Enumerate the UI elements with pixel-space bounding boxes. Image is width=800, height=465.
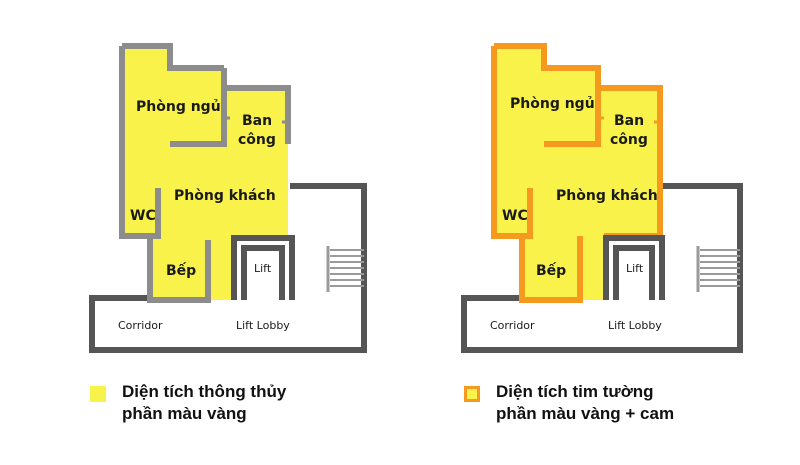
legend-text: Diện tích tim tường phần màu vàng + cam [496, 381, 674, 425]
room-label-lift: Lift [254, 262, 272, 275]
room-label-living: Phòng khách [556, 188, 658, 204]
corridor-walls [461, 183, 743, 353]
room-label-balcony-line1: Ban [242, 113, 272, 129]
room-label-kitchen: Bếp [166, 262, 196, 279]
apartment-walls-orange [491, 43, 663, 303]
stairs [326, 246, 364, 292]
balcony-wall [224, 85, 291, 144]
legend-swatch-yellow-orange [464, 386, 480, 402]
room-label-balcony-line2: công [610, 132, 648, 148]
legend-swatch-yellow [90, 386, 106, 402]
legend-center-wall-area: Diện tích tim tường phần màu vàng + cam [464, 381, 674, 425]
room-label-lift-lobby: Lift Lobby [608, 319, 662, 332]
room-label-living: Phòng khách [174, 188, 276, 204]
bedroom-wall-orange [544, 88, 601, 147]
room-label-balcony-line2: công [238, 132, 276, 148]
legend-line2: phần màu vàng + cam [496, 404, 675, 423]
room-label-lift: Lift [626, 262, 644, 275]
apartment-area-yellow [494, 46, 660, 300]
legend-line1: Diện tích tim tường [496, 382, 654, 401]
room-label-wc: WC [502, 208, 528, 224]
legend-line1: Diện tích thông thủy [122, 382, 287, 401]
room-label-bedroom: Phòng ngủ [510, 96, 595, 112]
floor-plan-right: Phòng ngủ Ban công Phòng khách WC Bếp Li… [461, 43, 743, 353]
lift-walls [603, 235, 665, 300]
room-label-kitchen: Bếp [536, 262, 566, 279]
room-label-bedroom: Phòng ngủ [136, 99, 221, 115]
stairs [696, 246, 740, 292]
apartment-area-yellow [122, 46, 288, 300]
room-label-lift-lobby: Lift Lobby [236, 319, 290, 332]
floor-plan-left: Phòng ngủ Ban công Phòng khách WC Bếp Li… [89, 43, 367, 353]
wc-wall-orange [494, 188, 533, 239]
legend-clear-area: Diện tích thông thủy phần màu vàng [90, 381, 286, 425]
bedroom-wall [170, 68, 227, 147]
room-label-balcony-line1: Ban [614, 113, 644, 129]
wc-wall [122, 188, 161, 239]
legend-line2: phần màu vàng [122, 404, 247, 423]
lift-walls [231, 235, 295, 300]
room-label-corridor: Corridor [490, 319, 535, 332]
room-label-wc: WC [130, 208, 156, 224]
kitchen-wall [147, 240, 211, 303]
room-label-corridor: Corridor [118, 319, 163, 332]
legend-text: Diện tích thông thủy phần màu vàng [122, 381, 286, 425]
